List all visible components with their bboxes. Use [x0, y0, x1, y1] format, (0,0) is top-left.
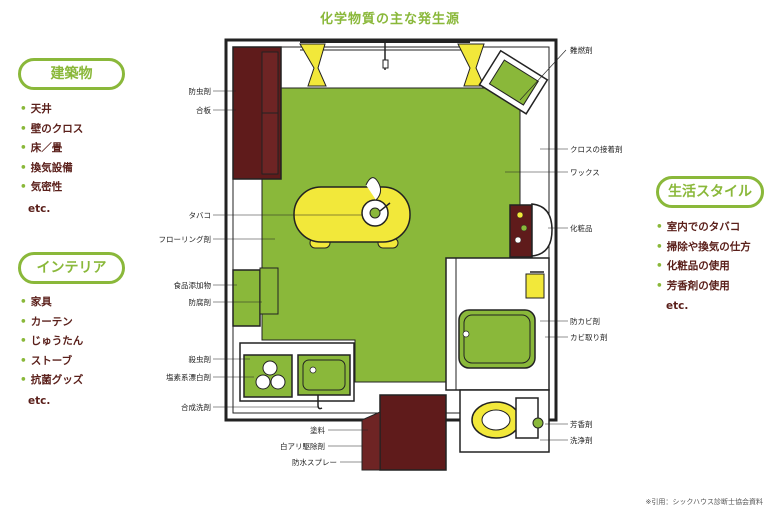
label-tobacco: タバコ: [188, 211, 212, 220]
list-item: •室内でのタバコ: [656, 221, 741, 233]
lifestyle-heading: 生活スタイル: [656, 176, 764, 208]
list-item: •化粧品の使用: [656, 260, 730, 273]
dresser: [509, 203, 553, 258]
label-synthetic-detergent: 合成洗剤: [181, 403, 211, 412]
list-item: •掃除や換気の仕方: [656, 240, 751, 253]
building-heading: 建築物: [18, 58, 125, 90]
label-flooring-agent: フローリング剤: [158, 235, 212, 244]
label-food-additive: 食品添加物: [173, 281, 212, 290]
list-item: •ストーブ: [20, 354, 73, 367]
leader-lines: [213, 49, 568, 463]
dining-table: [293, 177, 411, 249]
cabinet: [232, 46, 282, 180]
list-item: •床／畳: [20, 142, 63, 155]
window: [300, 41, 470, 70]
interior-list: •家具 •カーテン •じゅうたん •ストーブ •抗菌グッズ: [20, 293, 83, 391]
lifestyle-list: •室内でのタバコ •掃除や換気の仕方 •化粧品の使用 •芳香剤の使用: [656, 218, 751, 296]
lifestyle-etc: etc.: [666, 300, 689, 312]
label-wax: ワックス: [570, 168, 600, 177]
label-paint: 塗料: [310, 426, 325, 435]
label-termite-repellent: 白アリ駆除剤: [280, 442, 325, 451]
curtain-left: [299, 43, 327, 87]
toilet: [459, 389, 550, 453]
interior-etc: etc.: [28, 395, 51, 407]
list-item: •天井: [20, 103, 52, 115]
label-cloth-adhesive: クロスの接着剤: [570, 145, 623, 154]
building-list: •天井 •壁のクロス •床／畳 •換気設備 •気密性: [20, 100, 83, 198]
label-insect-repellent: 防虫剤: [188, 87, 212, 96]
label-air-freshener: 芳香剤: [570, 420, 593, 429]
interior-heading: インテリア: [18, 252, 125, 284]
list-item: •気密性: [20, 181, 63, 194]
entrance-floor: [361, 394, 447, 471]
page-title: 化学物質の主な発生源: [319, 12, 460, 27]
building-etc: etc.: [28, 203, 51, 215]
list-item: •換気設備: [20, 161, 73, 174]
label-mold-remover: カビ取り剤: [570, 333, 608, 342]
list-item: •芳香剤の使用: [656, 279, 730, 292]
label-flame-retardant: 難燃剤: [570, 46, 593, 55]
list-item: •抗菌グッズ: [20, 374, 84, 387]
list-item: •カーテン: [20, 315, 73, 328]
source-credit: ※引用：シックハウス診断士協会資料: [645, 498, 763, 506]
kitchen-counter: [239, 342, 355, 410]
label-insecticide: 殺虫剤: [188, 355, 212, 364]
bathroom: [445, 257, 550, 391]
label-mold-preventer: 防カビ剤: [570, 317, 600, 326]
label-plywood: 合板: [196, 106, 211, 115]
list-item: •家具: [20, 296, 52, 308]
list-item: •壁のクロス: [20, 122, 84, 135]
list-item: •じゅうたん: [20, 335, 84, 348]
label-toilet-cleaner: 洗浄剤: [570, 436, 593, 445]
label-chlorine-bleach: 塩素系漂白剤: [166, 373, 211, 382]
label-cosmetics: 化粧品: [570, 224, 593, 233]
label-waterproof-spray: 防水スプレー: [292, 458, 337, 467]
storage-box: [232, 267, 279, 327]
label-preservative: 防腐剤: [188, 298, 212, 307]
